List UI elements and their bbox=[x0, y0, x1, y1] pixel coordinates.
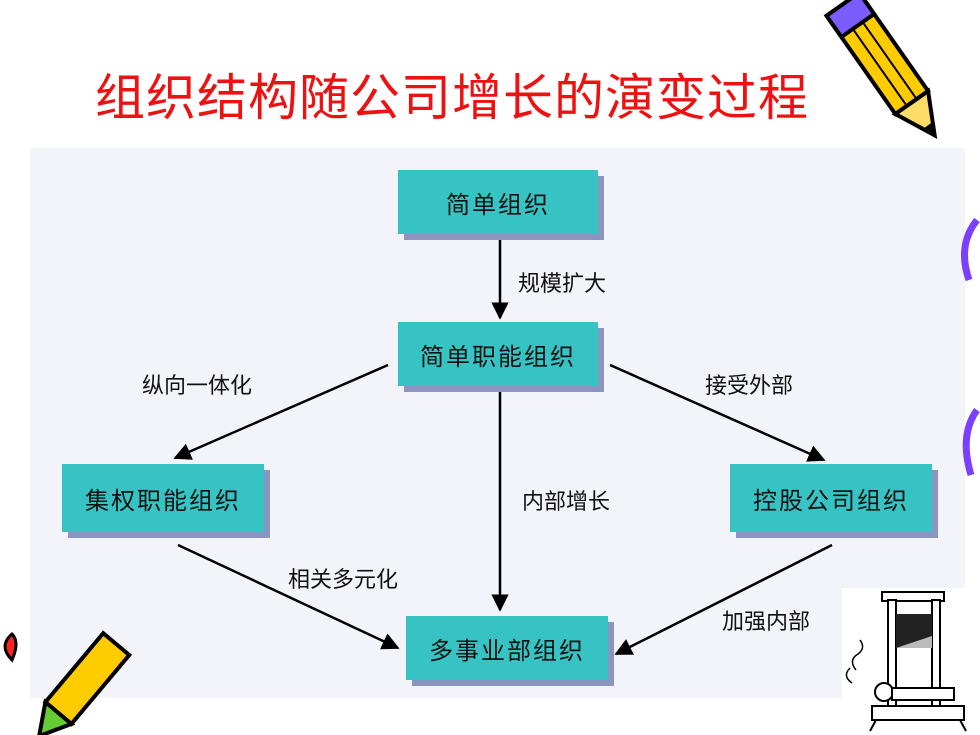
pencil-icon bbox=[823, 0, 938, 139]
arrow-to-holding bbox=[609, 363, 826, 462]
node-simple-organization: 简单组织 bbox=[398, 170, 598, 234]
label-related-diversification: 相关多元化 bbox=[288, 568, 399, 593]
node-multidivisional-organization: 多事业部组织 bbox=[406, 616, 608, 680]
arrow-to-centralized-functional bbox=[173, 363, 389, 460]
node-holding-company-organization: 控股公司组织 bbox=[730, 464, 932, 532]
label-scale-expand: 规模扩大 bbox=[518, 272, 607, 297]
label-internal-growth: 内部增长 bbox=[522, 490, 611, 515]
page-title: 组织结构随公司增长的演变过程 bbox=[95, 69, 809, 127]
label-accept-external: 接受外部 bbox=[705, 374, 794, 399]
arrow-strengthen-internal bbox=[614, 543, 833, 656]
guillotine-cartoon-icon bbox=[842, 588, 972, 733]
arrow-related-diversification bbox=[177, 543, 400, 650]
decorative-arc-icon bbox=[961, 217, 980, 477]
node-centralized-functional-organization: 集权职能组织 bbox=[62, 464, 264, 532]
label-strengthen-internal: 加强内部 bbox=[722, 610, 811, 635]
node-simple-functional-organization: 简单职能组织 bbox=[398, 322, 598, 386]
pencil-icon bbox=[3, 630, 133, 735]
label-vertical-integration: 纵向一体化 bbox=[142, 374, 253, 399]
